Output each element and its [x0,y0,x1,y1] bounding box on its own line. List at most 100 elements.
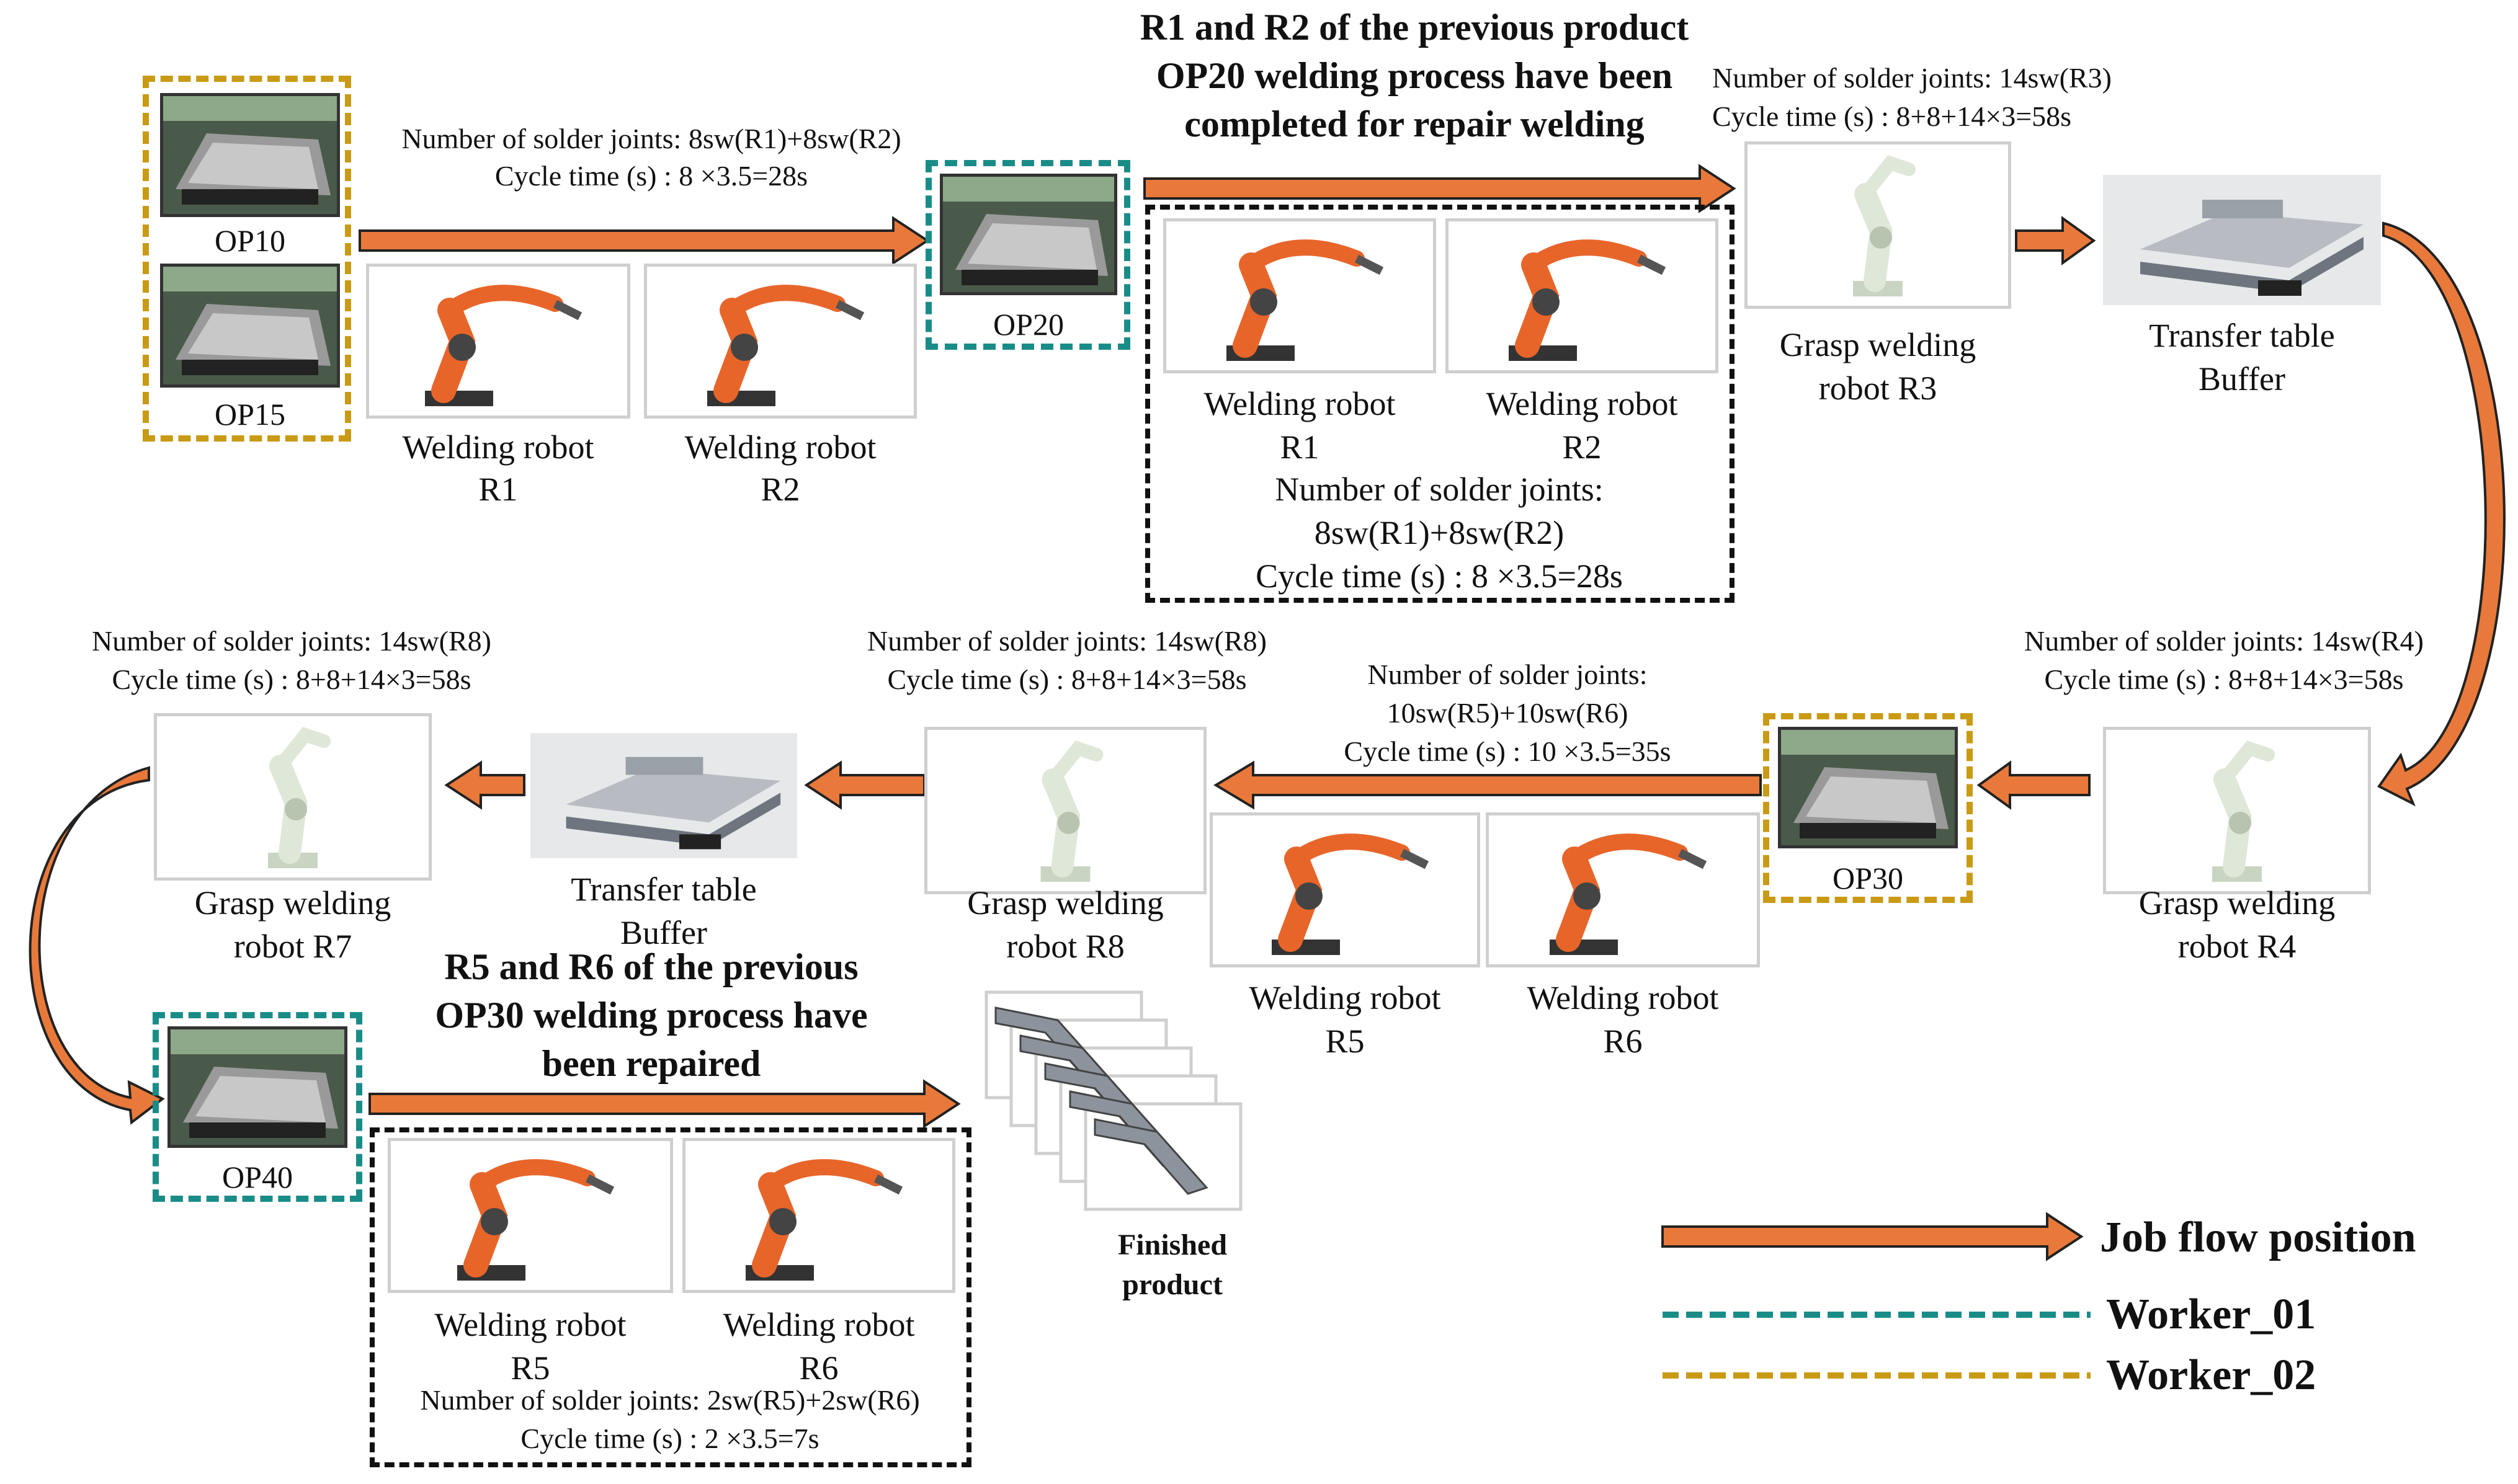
buffer2-label-1: Transfer table [571,871,757,908]
repair-r5-label-1: Welding robot [434,1306,627,1343]
finished-label-2: product [1122,1268,1223,1301]
r7-label-1: Grasp welding [194,884,391,922]
robot-r5-image [1210,812,1480,967]
op20-photo [940,174,1117,295]
repair-r6-label-1: Welding robot [723,1306,915,1343]
curve-r7-to-op40 [29,766,165,1125]
legend-flow-label: Job flow position [2100,1214,2416,1261]
robot-r6-image [1486,812,1760,967]
repair-group-op20 [1145,205,1734,603]
r2-label-2: R2 [761,471,800,508]
repair-robot-r1-image [1163,218,1436,373]
op40-solder-joints: Number of solder joints: 2sw(R5)+2sw(R6) [420,1384,920,1416]
r7-cycle-time: Cycle time (s) : 8+8+14×3=58s [112,664,471,695]
repair-r5-label-2: R5 [511,1349,550,1387]
op40-cycle-time: Cycle time (s) : 2 ×3.5=7s [520,1423,819,1454]
arrow-r8-to-buffer [804,760,926,810]
repair-op20-cycle-time: Cycle time (s) : 8 ×3.5=28s [1256,558,1623,595]
op30-cycle-time: Cycle time (s) : 10 ×3.5=35s [1344,735,1671,767]
r4-label-2: robot R4 [2177,928,2297,965]
robot-r7-image [154,713,432,881]
curve-buffer-to-r4 [2377,221,2506,807]
op30-solder-joints: Number of solder joints: [1367,659,1648,690]
finished-product-image [983,989,1250,1212]
arrow-op40-to-finished [368,1079,961,1129]
repair-group-op40 [370,1127,971,1467]
r8-label-2: robot R8 [1006,928,1125,965]
op20-note-line1: R1 and R2 of the previous product [1140,7,1689,48]
legend-worker01-label: Worker_01 [2106,1291,2316,1338]
repair-r1-label-2: R1 [1280,429,1319,466]
r2-label-1: Welding robot [684,429,877,466]
robot-r1-image [366,264,630,419]
op10-photo [160,93,340,217]
op10-cycle-time: Cycle time (s) : 8 ×3.5=28s [494,160,808,192]
r5-label-1: Welding robot [1249,979,1441,1016]
r7-label-2: robot R7 [233,928,352,965]
robot-r4-image [2103,727,2371,894]
r3-solder-joints: Number of solder joints: 14sw(R3) [1712,62,2112,94]
repair-op20-solder-joints: Number of solder joints: [1275,471,1604,508]
transfer-table-1-image [2103,175,2381,305]
r6-label-2: R6 [1603,1023,1643,1060]
robot-r8-image [924,727,1207,894]
repair-robot-r2-image [1445,218,1718,373]
op20-note-line3: completed for repair welding [1184,104,1645,144]
legend-worker02-label: Worker_02 [2106,1351,2316,1399]
r3-label-2: robot R3 [1818,370,1937,407]
op10-label: OP10 [215,223,285,258]
arrow-legend [1661,1212,2084,1261]
worker01-box-op40 [153,1012,362,1202]
r4-label-1: Grasp welding [2138,884,2336,922]
arrow-op10-to-op20 [359,216,930,265]
op30-label: OP30 [1833,861,1903,895]
buffer1-label-1: Transfer table [2149,317,2335,354]
finished-label-1: Finished [1117,1229,1228,1261]
op30-photo [1778,727,1958,848]
r5-label-2: R5 [1325,1023,1365,1060]
repair-op20-solder-count: 8sw(R1)+8sw(R2) [1314,514,1565,551]
r8-label-1: Grasp welding [967,884,1164,922]
r6-label-1: Welding robot [1527,979,1719,1016]
op20-note-line2: OP20 welding process have been [1156,55,1673,96]
transfer-table-2-image [530,731,797,861]
r7-solder-joints: Number of solder joints: 14sw(R8) [92,625,491,657]
r4-solder-joints: Number of solder joints: 14sw(R4) [2024,625,2424,657]
arrow-op20-to-r3 [1143,164,1736,213]
repair-robot-r6-image [682,1138,955,1293]
repair-robot-r5-image [388,1138,673,1293]
arrow-r4-to-op30 [1976,760,2091,810]
worker02-box-op10-op15 [143,76,351,442]
op40-note-line1: R5 and R6 of the previous [444,946,859,987]
r8-cycle-time: Cycle time (s) : 8+8+14×3=58s [887,664,1247,695]
repair-r2-label-1: Welding robot [1486,385,1678,422]
arrow-buffer-to-r7 [444,760,525,810]
r3-cycle-time: Cycle time (s) : 8+8+14×3=58s [1712,100,2072,132]
op40-note-line3: been repaired [542,1043,761,1084]
r8-solder-joints: Number of solder joints: 14sw(R8) [867,625,1267,657]
op15-label: OP15 [215,397,285,432]
op30-solder-count: 10sw(R5)+10sw(R6) [1386,697,1628,729]
repair-r6-label-2: R6 [799,1349,839,1387]
r1-label-1: Welding robot [402,429,594,466]
r1-label-2: R1 [478,471,518,508]
op40-label: OP40 [222,1160,293,1194]
arrow-op30-to-r8 [1213,760,1762,810]
robot-r2-image [644,264,917,419]
repair-r2-label-2: R2 [1562,429,1602,466]
worker01-box-op20 [926,160,1130,350]
r4-cycle-time: Cycle time (s) : 8+8+14×3=58s [2044,664,2404,695]
arrow-r3-to-buffer [2015,216,2096,265]
op40-note-line2: OP30 welding process have [435,995,868,1036]
op15-photo [160,264,340,388]
robot-r3-image [1744,141,2011,309]
worker02-box-op30 [1763,713,1973,903]
repair-r1-label-1: Welding robot [1203,385,1396,422]
op20-label: OP20 [993,307,1064,342]
buffer1-label-2: Buffer [2199,360,2285,398]
op10-solder-joints: Number of solder joints: 8sw(R1)+8sw(R2) [401,123,901,154]
op40-photo [167,1026,347,1148]
buffer2-label-2: Buffer [620,914,707,951]
r3-label-1: Grasp welding [1779,326,1976,363]
